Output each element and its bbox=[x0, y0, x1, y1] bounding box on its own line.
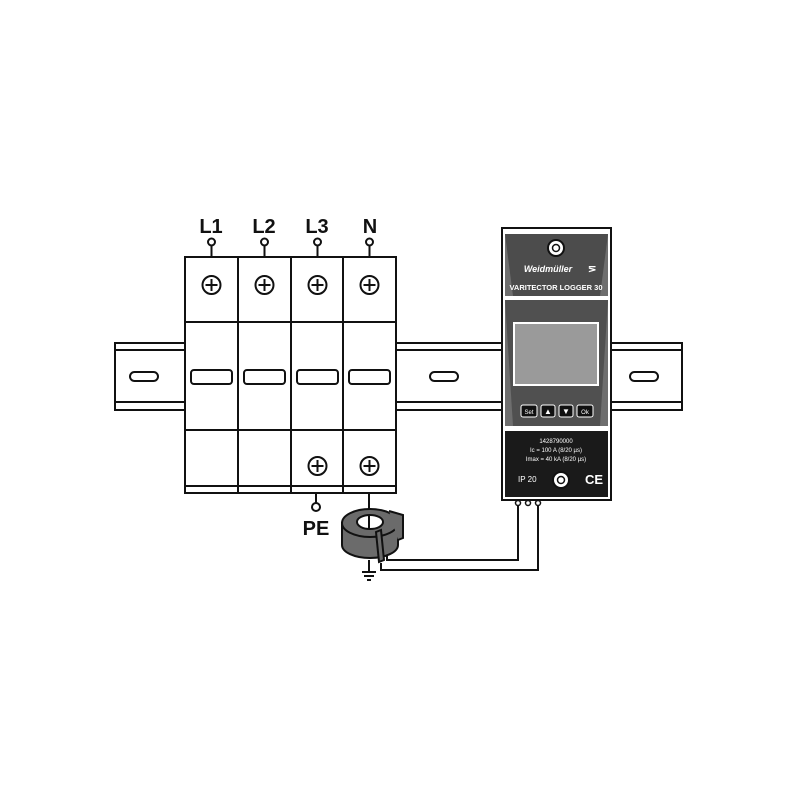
down-button[interactable]: ▼ bbox=[558, 404, 574, 418]
status-window bbox=[243, 369, 286, 385]
svg-text:▼: ▼ bbox=[562, 407, 570, 416]
label-l2: L2 bbox=[252, 216, 275, 238]
surge-arrester-modules bbox=[184, 237, 397, 494]
brand-logo: Weidmüller bbox=[524, 264, 573, 274]
varitector-logger-device: Weidmüller ⋝ VARITECTOR LOGGER 30 Set ▲ … bbox=[501, 227, 612, 507]
ip-rating: IP 20 bbox=[518, 475, 537, 484]
rail-slot bbox=[629, 371, 659, 382]
brand-logo-icon: ⋝ bbox=[588, 264, 596, 275]
imax-spec: Imax = 40 kA (8/20 µs) bbox=[526, 457, 586, 463]
svg-text:▲: ▲ bbox=[544, 407, 552, 416]
signal-connectors bbox=[514, 499, 542, 507]
svg-text:Set: Set bbox=[524, 410, 533, 416]
ground-icon bbox=[362, 571, 376, 581]
label-pe: PE bbox=[303, 518, 330, 540]
rail-slot bbox=[129, 371, 159, 382]
mounting-screw-icon bbox=[547, 239, 565, 257]
svg-text:Ok: Ok bbox=[581, 410, 590, 416]
status-window bbox=[296, 369, 339, 385]
up-button[interactable]: ▲ bbox=[540, 404, 556, 418]
rail-slot bbox=[429, 371, 459, 382]
display-screen bbox=[513, 322, 599, 386]
ce-mark: CE bbox=[585, 472, 603, 487]
label-l3: L3 bbox=[305, 216, 328, 238]
mounting-screw-icon bbox=[552, 471, 570, 489]
current-transformer bbox=[341, 508, 404, 564]
status-window bbox=[190, 369, 233, 385]
article-number: 1428790000 bbox=[539, 439, 573, 445]
status-window bbox=[348, 369, 391, 385]
ic-spec: Ic = 100 A (8/20 µs) bbox=[530, 448, 582, 454]
set-button[interactable]: Set bbox=[520, 404, 538, 418]
label-l1: L1 bbox=[199, 216, 222, 238]
ok-button[interactable]: Ok bbox=[576, 404, 594, 418]
model-name: VARITECTOR LOGGER 30 bbox=[509, 283, 602, 292]
label-n: N bbox=[363, 216, 377, 238]
